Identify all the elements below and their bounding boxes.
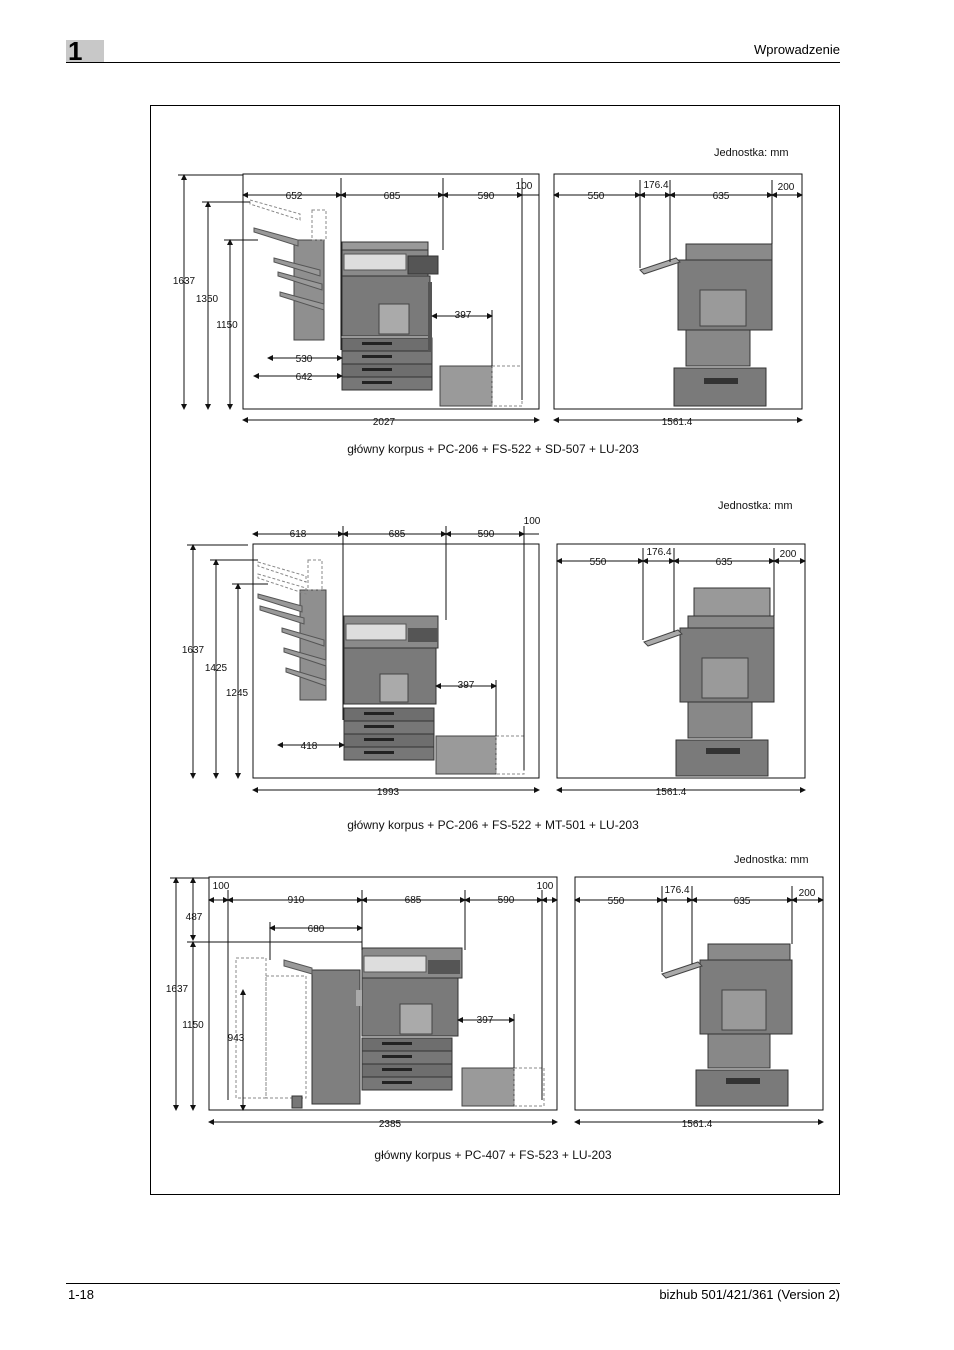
dim-2f-top-2: 635 <box>716 557 733 568</box>
dim-2f-top-0: 550 <box>590 557 607 568</box>
dim-3f-top-2: 635 <box>734 896 751 907</box>
caption-1: główny korpus + PC-206 + FS-522 + SD-507… <box>347 442 639 456</box>
dim-2-top-1: 685 <box>389 529 406 540</box>
dim-2-top-0: 618 <box>290 529 307 540</box>
dim-3-total: 2385 <box>379 1119 402 1130</box>
dim-1f-top-0: 550 <box>588 191 605 202</box>
dim-3-top-2: 685 <box>405 895 422 906</box>
dim-1f-top-3: 200 <box>778 182 795 193</box>
unit-label-2: Jednostka: mm <box>718 500 793 512</box>
dim-3-depth-0: 680 <box>308 924 325 935</box>
dim-1-height-1: 1350 <box>196 294 219 305</box>
header-title: Wprowadzenie <box>754 42 840 57</box>
dim-3-top-4: 100 <box>537 881 554 892</box>
dim-2-top-3: 100 <box>524 516 541 527</box>
dim-1-depth-1: 642 <box>296 372 313 383</box>
dim-2-total: 1993 <box>377 787 400 798</box>
dim-2-height-1: 1425 <box>205 663 228 674</box>
figure-1-side-view: 652 685 590 100 1637 1350 1150 530 642 3… <box>173 173 540 428</box>
dim-2-top-2: 590 <box>478 529 495 540</box>
dim-1-height-0: 1637 <box>173 276 196 287</box>
caption-2: główny korpus + PC-206 + FS-522 + MT-501… <box>347 818 639 832</box>
footer-rule <box>66 1283 840 1284</box>
dim-3-depth-1: 943 <box>228 1033 245 1044</box>
dim-2-height-0: 1637 <box>182 645 205 656</box>
dim-1-top-3: 100 <box>516 181 533 192</box>
dim-3f-top-3: 200 <box>799 888 816 899</box>
dim-3-top-0: 100 <box>213 881 230 892</box>
dim-3f-top-1: 176.4 <box>664 885 689 896</box>
dim-1-top-1: 685 <box>384 191 401 202</box>
dim-2-height-2: 1245 <box>226 688 249 699</box>
dim-2f-total: 1561.4 <box>656 787 687 798</box>
page-number: 1-18 <box>68 1287 95 1302</box>
dim-3-height-1: 1637 <box>166 984 189 995</box>
dim-2f-top-1: 176.4 <box>646 547 671 558</box>
figure-3-side-view: 100 910 685 590 100 680 487 1637 1150 94… <box>166 876 558 1130</box>
dim-1-height-2: 1150 <box>216 320 238 331</box>
header-rule <box>66 62 840 63</box>
dim-1f-total: 1561.4 <box>662 417 693 428</box>
unit-label-3: Jednostka: mm <box>734 854 809 866</box>
product-name: bizhub 501/421/361 (Version 2) <box>659 1287 840 1302</box>
dim-2-depth-0: 418 <box>301 741 318 752</box>
dim-1-total: 2027 <box>373 417 396 428</box>
dim-3f-total: 1561.4 <box>682 1119 713 1130</box>
chapter-number: 1 <box>68 36 83 66</box>
dim-3-top-3: 590 <box>498 895 515 906</box>
dim-1-depth-0: 530 <box>296 354 313 365</box>
unit-label-1: Jednostka: mm <box>714 147 789 159</box>
dim-2f-top-3: 200 <box>780 549 797 560</box>
dim-1-top-0: 652 <box>286 191 303 202</box>
dim-3-height-0: 487 <box>186 912 203 923</box>
dim-1-top-2: 590 <box>478 191 495 202</box>
figure-frame <box>150 105 840 1195</box>
dim-3-top-1: 910 <box>288 895 305 906</box>
dim-3f-top-0: 550 <box>608 896 625 907</box>
chapter-number-box: 1 <box>66 36 104 66</box>
dim-2-lu: 397 <box>458 680 475 691</box>
dim-3-height-2: 1150 <box>182 1020 204 1031</box>
figure-2-side-view: 618 685 590 100 1637 1425 1245 418 397 1… <box>182 516 541 798</box>
caption-3: główny korpus + PC-407 + FS-523 + LU-203 <box>374 1148 612 1162</box>
figure-1-front-view: 550 176.4 635 200 1561.4 <box>553 173 803 428</box>
dim-1-lu: 397 <box>455 310 472 321</box>
figure-3-front-view: 550 176.4 635 200 1561.4 <box>574 876 824 1130</box>
dim-1f-top-2: 635 <box>713 191 730 202</box>
figure-2-front-view: 550 176.4 635 200 1561.4 <box>556 543 806 798</box>
dim-3-lu: 397 <box>477 1015 494 1026</box>
dim-1f-top-1: 176.4 <box>643 180 668 191</box>
